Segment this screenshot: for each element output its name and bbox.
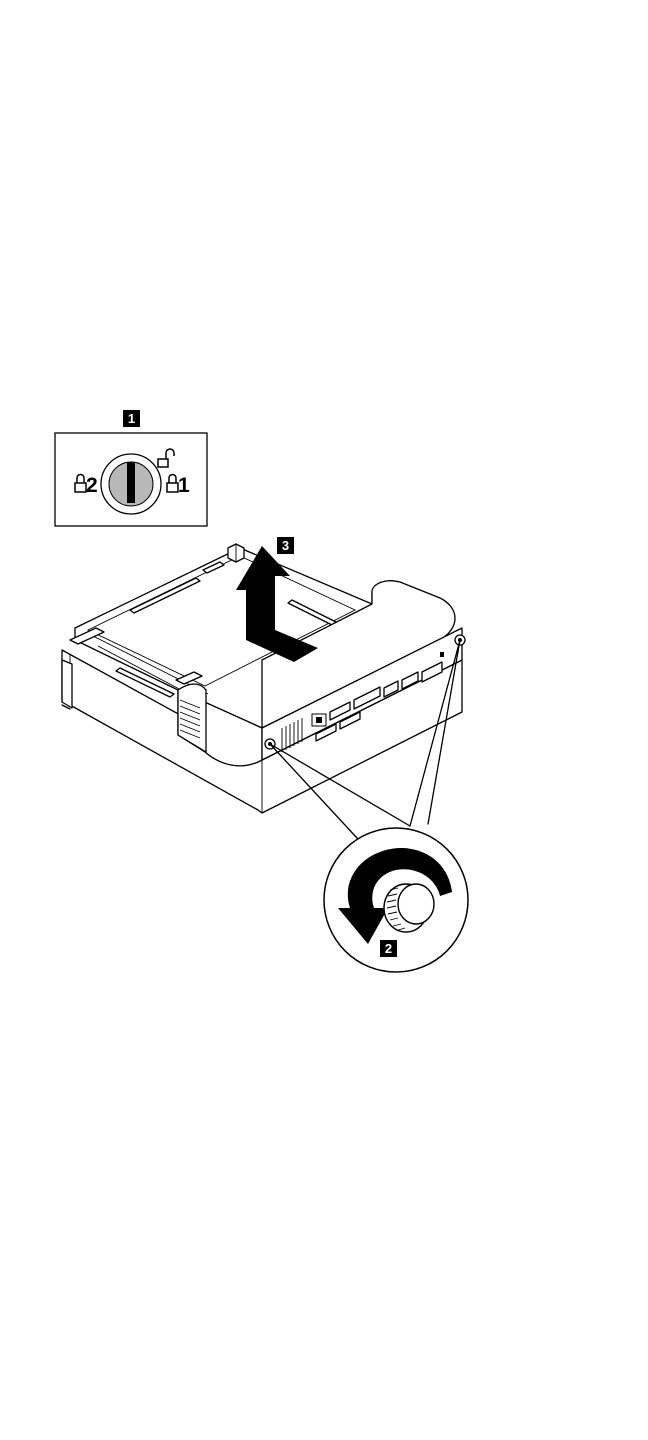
key-lock-inset: 2 1 — [55, 433, 207, 526]
lock-position-1: 1 — [178, 474, 190, 497]
svg-text:3: 3 — [282, 538, 289, 553]
svg-text:2: 2 — [385, 941, 392, 956]
step-3-callout: 3 — [277, 537, 294, 554]
step-2-callout: 2 — [380, 940, 397, 957]
svg-text:1: 1 — [128, 411, 135, 426]
lock-position-2: 2 — [86, 474, 98, 497]
key-slot — [127, 462, 135, 503]
step-1-callout: 1 — [123, 410, 140, 427]
